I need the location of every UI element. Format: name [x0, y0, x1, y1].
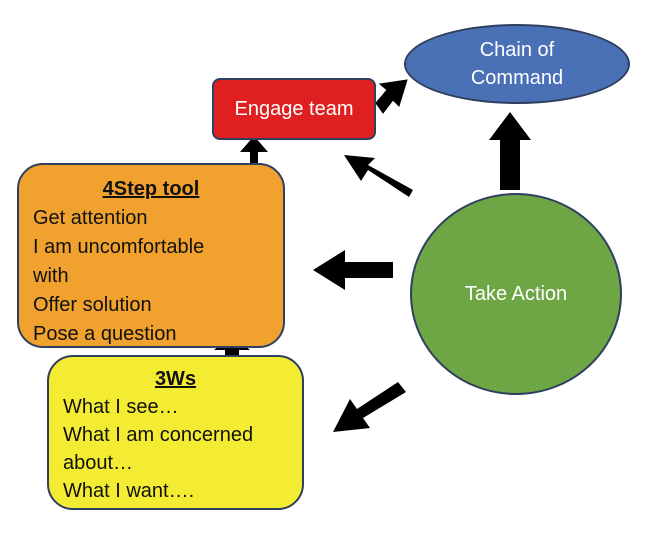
take-action-node: Take Action — [410, 193, 622, 395]
arrow-action-to-threews — [333, 382, 406, 432]
three-ws-title: 3Ws — [154, 368, 197, 390]
arrow-action-to-fourstep — [313, 250, 393, 290]
four-step-item: with — [33, 265, 69, 287]
engage-team-node: Engage team — [212, 78, 376, 140]
arrow-action-to-chain — [489, 112, 531, 190]
four-step-title: 4Step tool — [102, 178, 200, 200]
chain-of-command-line2: Command — [470, 67, 564, 89]
arrow-action-to-engage — [344, 155, 413, 197]
four-step-tool-box: 4Step tool Get attention I am uncomforta… — [17, 163, 285, 348]
arrow-engage-to-chain — [375, 79, 408, 114]
three-ws-box: 3Ws What I see… What I am concerned abou… — [47, 355, 304, 510]
four-step-item: Pose a question — [33, 323, 177, 345]
four-step-item: Offer solution — [33, 294, 152, 316]
three-ws-item: What I am concerned — [63, 424, 254, 446]
take-action-label: Take Action — [464, 282, 568, 305]
engage-team-label: Engage team — [234, 97, 354, 120]
arrow-fourstep-to-engage — [240, 136, 268, 166]
three-ws-item: What I want…. — [63, 480, 195, 502]
four-step-item: I am uncomfortable — [33, 236, 205, 258]
chain-of-command-line1: Chain of — [479, 39, 555, 61]
chain-of-command-node: Chain of Command — [404, 24, 630, 104]
four-step-item: Get attention — [33, 207, 148, 229]
three-ws-item: What I see… — [63, 396, 179, 418]
three-ws-item: about… — [63, 452, 134, 474]
